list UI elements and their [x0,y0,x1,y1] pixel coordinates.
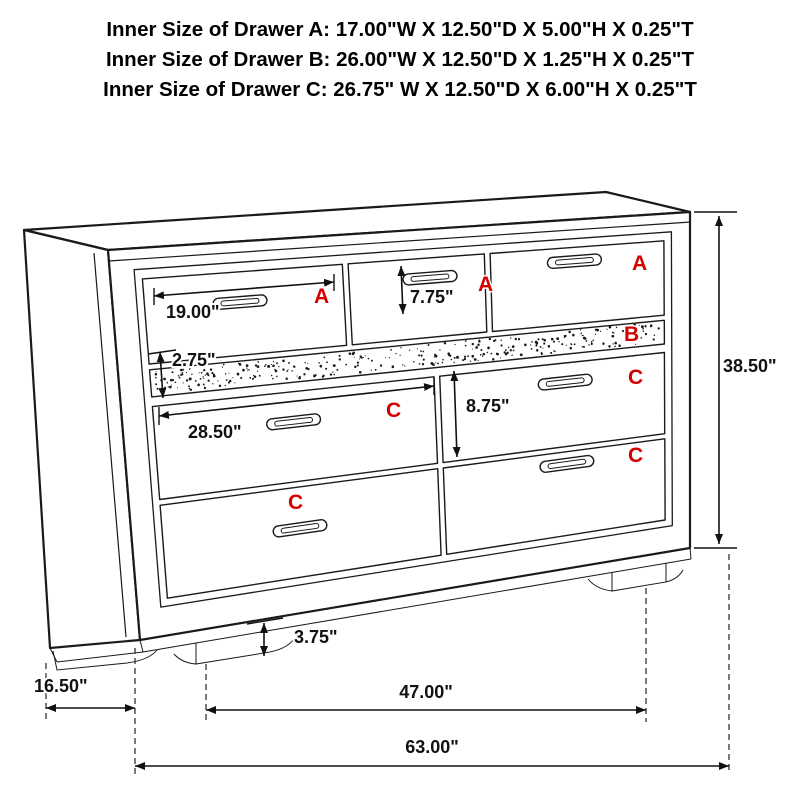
label-drawer-a-middle: A [478,273,493,296]
label-drawer-c-row1-right: C [628,366,643,389]
drawer-handle [546,253,603,270]
dim-arrow [450,370,461,458]
label-drawer-c-row2-right: C [628,444,643,467]
dim-label-overall-width: 63.00" [405,737,459,757]
dim-label-side-depth: 16.50" [34,676,88,696]
dim-label-foot-height: 3.75" [294,627,338,647]
drawer-handle [272,519,328,538]
dim-foot-height: 3.75" [246,617,340,656]
dim-label-b-height: 2.75" [172,350,216,370]
dim-arrow [158,383,435,419]
top-molding-line [108,221,692,262]
label-drawer-c-row1-left: C [386,399,401,422]
drawer-c-row2-right [442,438,666,555]
drawer-letter-labels: A A A B C C C C [287,251,649,516]
dim-side-depth: 16.50" [32,674,135,712]
dim-a-drawer-width: 19.00" [153,274,335,324]
header-line-drawer-a: Inner Size of Drawer A: 17.00"W X 12.50"… [106,18,694,41]
dim-arrow [153,278,335,300]
label-drawer-b: B [624,323,639,346]
label-drawer-c-row2-left: C [288,491,303,514]
header-line-drawer-b: Inner Size of Drawer B: 26.00"W X 12.50"… [106,48,695,71]
dim-label-feet-spacing: 47.00" [399,682,453,702]
drawer-b-strip [148,319,666,398]
drawer-a-right [489,240,665,333]
extension-dashed-lines [45,554,730,775]
drawer-handle [402,269,458,286]
dim-b-strip-height: 2.75" [147,348,218,399]
drawer-handle [537,373,593,391]
label-drawer-a-right: A [632,252,647,275]
dim-label-c-height: 8.75" [466,396,510,416]
right-bracket-foot [587,563,684,592]
dim-label-c-width: 28.50" [188,422,242,442]
dim-label-a-height: 7.75" [410,287,454,307]
label-drawer-a-left: A [314,285,329,308]
header: Inner Size of Drawer A: 17.00"W X 12.50"… [103,18,697,101]
header-line-drawer-c: Inner Size of Drawer C: 26.75" W X 12.50… [103,78,697,101]
dim-overall-width: 63.00" [135,735,729,770]
drawer-c-row1-right [439,351,666,464]
dim-arrow [397,265,407,315]
dim-tick [246,617,284,625]
dim-overall-height: 38.50" [694,211,779,549]
dresser-drawing [22,190,692,671]
drawer-handle [539,454,595,473]
side-stile-line [93,252,127,638]
dimension-annotations: 19.00" 7.75" 2.75" 28.50" 8.75" 38.50" [32,211,779,770]
dim-label-a-width: 19.00" [166,302,220,322]
dim-a-drawer-height: 7.75" [397,265,456,315]
dim-label-overall-height: 38.50" [723,356,777,376]
dim-c-drawer-height: 8.75" [450,370,512,458]
dim-feet-spacing: 47.00" [206,680,646,714]
base-molding [49,547,692,663]
dim-c-drawer-width: 28.50" [158,377,435,444]
front-frame-line [133,231,673,608]
side-bracket-foot [52,649,158,671]
